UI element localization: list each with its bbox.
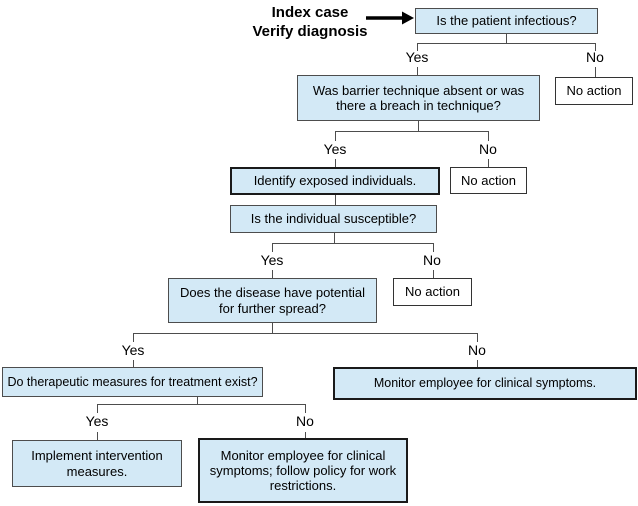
heading-line-1: Index case: [271, 4, 349, 21]
connector-q3-no-upper: [433, 244, 434, 252]
branch-label-yes: Yes: [405, 49, 429, 65]
connector-q2-no-upper: [488, 132, 489, 141]
connector-q2-branch: [335, 131, 489, 132]
connector-q3-no-lower: [433, 270, 434, 278]
connector-q5-no-upper: [305, 405, 306, 413]
connector-q2-stem: [418, 121, 419, 131]
connector-q1-branch: [417, 43, 596, 44]
connector-q4-stem: [272, 323, 273, 333]
connector-q3-yes-upper: [272, 244, 273, 252]
node-no-action-3: No action: [393, 278, 472, 306]
connector-q4-branch: [133, 333, 478, 334]
connector-q3-yes-lower: [272, 270, 273, 278]
connector-q2-yes-lower: [335, 159, 336, 167]
connector-q1-stem: [506, 33, 507, 43]
connector-q5-yes-upper: [97, 405, 98, 413]
branch-label-no: No: [479, 141, 497, 157]
node-is-susceptible: Is the individual susceptible?: [230, 205, 437, 233]
connector-q2-no-lower: [488, 159, 489, 167]
branch-label-yes: Yes: [260, 252, 284, 268]
branch-label-yes: Yes: [323, 141, 347, 157]
branch-label-no: No: [296, 413, 314, 429]
connector-identify-to-susceptible: [335, 195, 336, 205]
node-identify-exposed: Identify exposed individuals.: [230, 167, 440, 195]
node-monitor-restrictions: Monitor employee for clinical symptoms; …: [198, 438, 408, 503]
node-no-action-1: No action: [555, 77, 633, 105]
branch-label-yes: Yes: [121, 342, 145, 358]
connector-q1-no-upper: [595, 44, 596, 51]
connector-q1-yes-upper: [417, 44, 418, 51]
connector-q1-yes-lower: [417, 67, 418, 75]
node-is-patient-infectious: Is the patient infectious?: [415, 8, 598, 34]
connector-q4-no-lower: [477, 360, 478, 367]
heading-line-2: Verify diagnosis: [252, 23, 368, 40]
index-case-heading: Index case Verify diagnosis: [230, 3, 390, 41]
connector-q2-yes-upper: [335, 132, 336, 141]
branch-label-no: No: [423, 252, 441, 268]
connector-q4-no-upper: [477, 334, 478, 342]
connector-q3-branch: [272, 243, 434, 244]
branch-label-yes: Yes: [85, 413, 109, 429]
connector-q5-no-lower: [305, 432, 306, 438]
node-no-action-2: No action: [450, 167, 527, 194]
connector-q5-yes-lower: [97, 432, 98, 440]
node-barrier-breach: Was barrier technique absent or was ther…: [297, 75, 540, 121]
arrow-right-icon: [366, 11, 414, 25]
connector-q5-branch: [97, 404, 306, 405]
node-further-spread: Does the disease have potential for furt…: [168, 278, 377, 323]
node-therapeutic-measures: Do therapeutic measures for treatment ex…: [2, 367, 263, 397]
connector-q4-yes-lower: [133, 360, 134, 367]
branch-label-no: No: [586, 49, 604, 65]
connector-q3-stem: [334, 233, 335, 243]
node-monitor-symptoms: Monitor employee for clinical symptoms.: [333, 367, 637, 400]
connector-q1-no-lower: [595, 67, 596, 77]
node-implement-intervention: Implement intervention measures.: [12, 440, 182, 487]
branch-label-no: No: [468, 342, 486, 358]
connector-q4-yes-upper: [133, 334, 134, 342]
connector-q5-stem: [197, 397, 198, 404]
